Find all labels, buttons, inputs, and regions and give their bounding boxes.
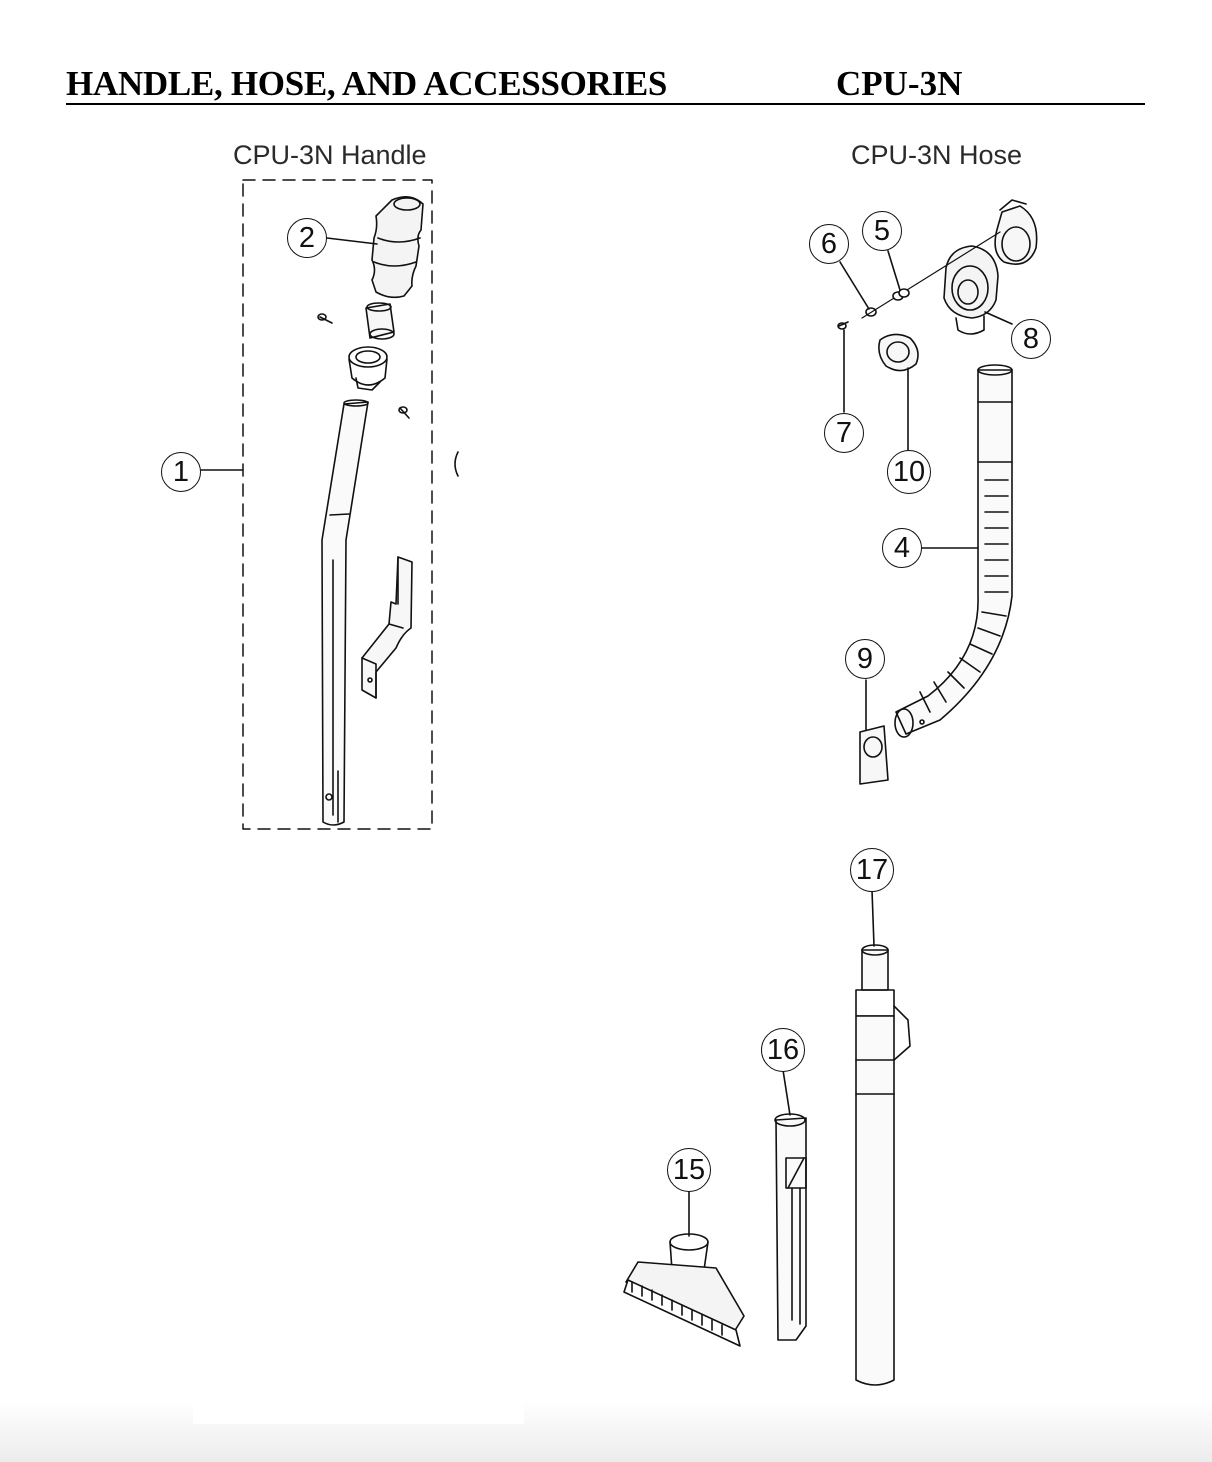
hose-plate-part [859, 725, 889, 785]
page-bottom-patch [193, 1396, 524, 1424]
extension-wand-part [855, 944, 911, 1386]
page-bottom-shadow [0, 1400, 1212, 1462]
handle-section-label: CPU-3N Handle [233, 140, 427, 170]
handle-sleeve-part [365, 302, 395, 340]
page-title: HANDLE, HOSE, AND ACCESSORIES [66, 64, 668, 103]
callout-2: 2 [287, 218, 327, 258]
leader-line-17 [871, 889, 875, 947]
callout-9: 9 [845, 639, 885, 679]
callout-16: 16 [761, 1028, 805, 1072]
leader-line-5 [887, 250, 901, 291]
title-underline [66, 103, 1145, 105]
handle-grip-part [371, 196, 424, 299]
hose-washer-part [865, 307, 877, 317]
leader-line-16 [782, 1069, 791, 1116]
leader-line-6 [839, 261, 870, 310]
handle-screw-right [398, 406, 410, 419]
handle-screw-left [317, 313, 333, 324]
stray-mark [454, 451, 459, 477]
handle-hook-part [361, 556, 413, 699]
callout-1: 1 [161, 452, 201, 492]
callout-5: 5 [862, 211, 902, 251]
leader-line-8 [984, 311, 1013, 325]
crevice-tool-part [774, 1113, 807, 1341]
callout-15: 15 [667, 1148, 711, 1192]
hose-clip-part [994, 199, 1038, 265]
hose-screw-part [837, 321, 849, 330]
handle-tube-part [321, 399, 369, 826]
hose-cuff-part [943, 245, 999, 335]
handle-collar-part [348, 346, 388, 391]
hose-ring-part [878, 333, 919, 372]
hose-assembly-axis [861, 231, 1001, 319]
hose-spring-part [892, 288, 910, 301]
hose-section-label: CPU-3N Hose [851, 140, 1023, 170]
model-number: CPU-3N [836, 64, 963, 103]
callout-17: 17 [850, 848, 894, 892]
callout-4: 4 [882, 528, 922, 568]
handle-assembly-box [242, 179, 433, 830]
brush-tool-part [623, 1233, 745, 1347]
leader-line-2 [326, 237, 378, 245]
callout-10: 10 [887, 450, 931, 494]
callout-8: 8 [1011, 319, 1051, 359]
callout-6: 6 [809, 224, 849, 264]
hose-part [894, 364, 1013, 738]
callout-7: 7 [824, 413, 864, 453]
